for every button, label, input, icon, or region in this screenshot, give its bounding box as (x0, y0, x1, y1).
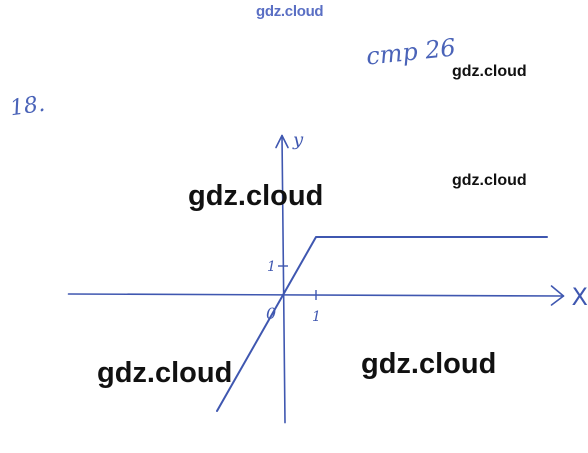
function-line (216, 236, 548, 412)
x-tick-label: 1 (312, 309, 321, 325)
origin-label: 0 (266, 304, 276, 323)
y-axis-label: y (292, 130, 304, 151)
x-axis-arrow (550, 285, 565, 306)
y-axis (281, 134, 286, 424)
y-tick-label: 1 (267, 259, 276, 275)
x-axis-label: X (572, 283, 588, 311)
watermark-right-middle: gdz.cloud (452, 172, 527, 189)
y-axis-arrow (275, 134, 289, 149)
watermark-right-upper: gdz.cloud (452, 63, 527, 80)
watermark-bottom-left: gdz.cloud (97, 357, 233, 389)
watermark-top: gdz.cloud (256, 3, 324, 20)
watermark-center: gdz.cloud (188, 180, 324, 212)
watermark-bottom-right: gdz.cloud (361, 348, 497, 380)
